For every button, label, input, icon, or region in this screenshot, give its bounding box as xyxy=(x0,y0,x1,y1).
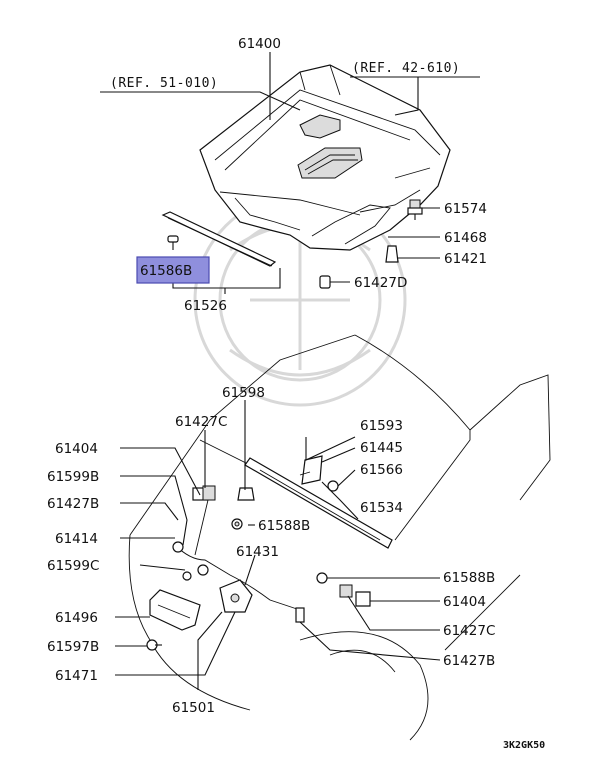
label-61471[interactable]: 61471 xyxy=(55,668,98,684)
ref-42-610: (REF. 42-610) xyxy=(352,61,460,76)
clip-61421-part xyxy=(385,245,399,263)
label-61593[interactable]: 61593 xyxy=(360,418,403,434)
clip-61598-part xyxy=(237,487,255,501)
hood-panel xyxy=(199,64,451,251)
hood-latch-61501 xyxy=(219,579,253,613)
label-61404-left[interactable]: 61404 xyxy=(55,441,98,457)
release-cable-61431 xyxy=(172,499,301,611)
label-61598[interactable]: 61598 xyxy=(222,385,265,401)
label-61414[interactable]: 61414 xyxy=(55,531,98,547)
label-61574[interactable]: 61574 xyxy=(444,201,487,217)
highlight-61586b xyxy=(136,256,210,284)
label-61445[interactable]: 61445 xyxy=(360,440,403,456)
label-61599c[interactable]: 61599C xyxy=(47,558,99,574)
latch-bracket-left xyxy=(192,485,216,501)
label-61431[interactable]: 61431 xyxy=(236,544,279,560)
label-61586b[interactable]: 61586B xyxy=(140,263,192,279)
bumper-61427d-part xyxy=(319,275,331,289)
release-bracket-61593 xyxy=(299,455,323,485)
label-61427d[interactable]: 61427D xyxy=(354,275,407,291)
label-61468[interactable]: 61468 xyxy=(444,230,487,246)
hood-prop-rod-61534 xyxy=(244,457,393,549)
label-61566[interactable]: 61566 xyxy=(360,462,403,478)
label-61427c-right[interactable]: 61427C xyxy=(443,623,495,639)
label-61597b[interactable]: 61597B xyxy=(47,639,99,655)
clip-61588b-mid-part xyxy=(231,518,243,530)
label-61421[interactable]: 61421 xyxy=(444,251,487,267)
part-labels: 61400 (REF. 51-010) (REF. 42-610) 61574 … xyxy=(47,36,545,751)
label-61404-right[interactable]: 61404 xyxy=(443,594,486,610)
release-handle-61496 xyxy=(149,589,201,631)
label-61599b[interactable]: 61599B xyxy=(47,469,99,485)
hood-weatherstrip-61526 xyxy=(161,211,277,267)
label-61427b-right[interactable]: 61427B xyxy=(443,653,495,669)
label-61588b-mid[interactable]: 61588B xyxy=(258,518,310,534)
label-61427c-top[interactable]: 61427C xyxy=(175,414,227,430)
leader-lines xyxy=(100,52,480,690)
ref-51-010: (REF. 51-010) xyxy=(110,76,218,91)
clip-61586b-part xyxy=(167,235,179,250)
label-61588b-right[interactable]: 61588B xyxy=(443,570,495,586)
figure-code: 3K2GK50 xyxy=(503,740,545,751)
bolt-61597b-part xyxy=(146,639,162,651)
label-61496[interactable]: 61496 xyxy=(55,610,98,626)
label-61427b-left[interactable]: 61427B xyxy=(47,496,99,512)
label-61526[interactable]: 61526 xyxy=(184,298,227,314)
label-61501[interactable]: 61501 xyxy=(172,700,215,716)
label-61400[interactable]: 61400 xyxy=(238,36,281,52)
bolt-61574-part xyxy=(407,199,423,220)
label-61534[interactable]: 61534 xyxy=(360,500,403,516)
right-side-latch-parts xyxy=(295,572,371,623)
